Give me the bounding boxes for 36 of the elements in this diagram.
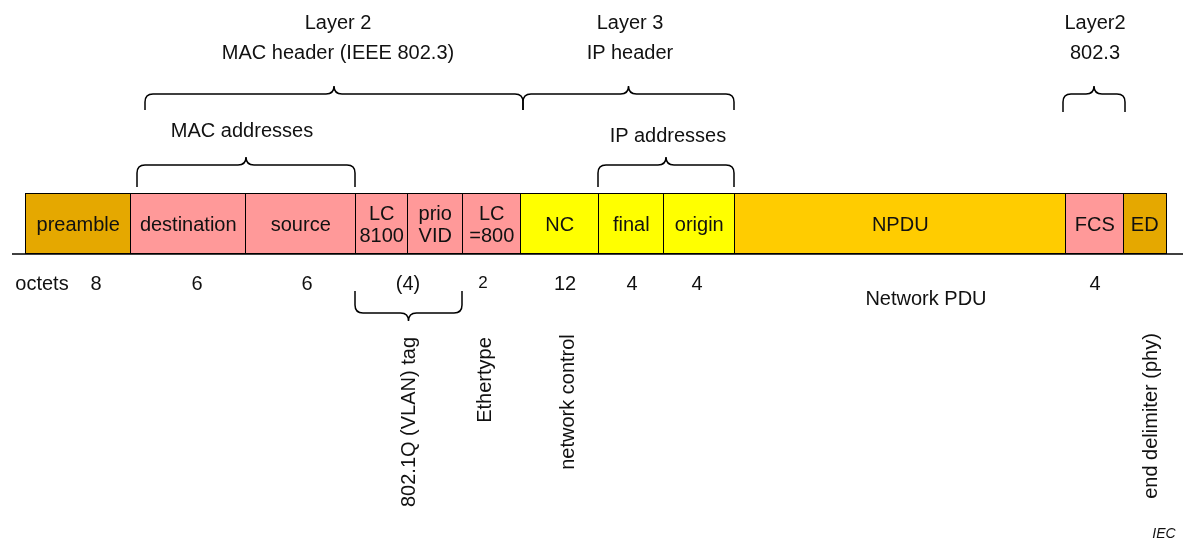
layer-heading: IP header (586, 40, 674, 64)
octet-count: 8 (90, 271, 102, 295)
frame-field: FCS (1065, 193, 1125, 254)
octet-count: (4) (395, 271, 421, 295)
layer-heading: Layer 3 (596, 10, 664, 34)
row-label: octets (15, 271, 69, 295)
frame-field: LC 8100 (355, 193, 409, 254)
group-label: MAC addresses (170, 118, 314, 142)
frame-field: NPDU (734, 193, 1067, 254)
field-description: Network PDU (865, 286, 987, 310)
field-description: end delimiter (phy) (1138, 333, 1162, 499)
octet-count: 6 (301, 271, 313, 295)
frame-field: destination (130, 193, 247, 254)
octet-count: 4 (1089, 271, 1101, 295)
octet-count: 6 (191, 271, 203, 295)
frame-field: final (598, 193, 665, 254)
field-description: Ethertype (472, 337, 496, 423)
source-note: IEC (1152, 525, 1176, 541)
octet-count: 2 (478, 273, 488, 293)
octet-count: 4 (691, 271, 703, 295)
frame-field: source (245, 193, 357, 254)
frame-field: LC =800 (462, 193, 522, 254)
layer-heading: MAC header (IEEE 802.3) (221, 40, 455, 64)
octet-count: 4 (626, 271, 638, 295)
frame-field: prio VID (407, 193, 464, 254)
group-label: IP addresses (609, 123, 727, 147)
frame-field: preamble (25, 193, 132, 254)
layer-heading: Layer2 (1064, 10, 1126, 34)
field-description: network control (555, 334, 579, 470)
frame-field: NC (520, 193, 600, 254)
field-description: 802.1Q (VLAN) tag (396, 336, 420, 508)
frame-field: origin (663, 193, 736, 254)
layer-heading: Layer 2 (304, 10, 372, 34)
octet-count: 12 (553, 271, 577, 295)
frame-field: ED (1123, 193, 1167, 254)
layer-heading: 802.3 (1069, 40, 1121, 64)
